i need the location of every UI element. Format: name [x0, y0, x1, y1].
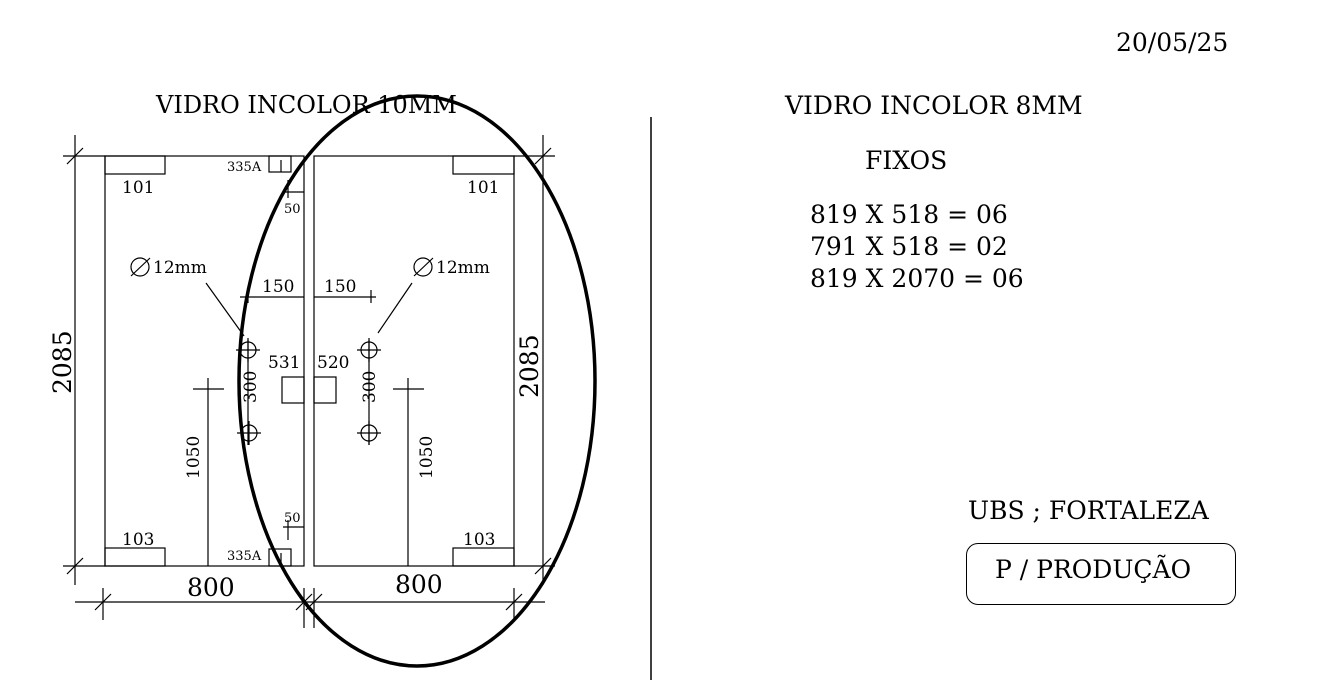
right-hole-label: 12mm [436, 258, 490, 278]
right-glass-panel [313, 155, 515, 567]
right-width-label: 800 [395, 570, 443, 599]
list-item: 819 X 518 = 06 [810, 200, 1008, 229]
left-top-corner-fitting [104, 155, 166, 175]
right-hole-offset-label: 150 [324, 277, 356, 297]
right-handle-spacing-label: 300 [360, 371, 380, 403]
right-height-label: 2085 [515, 334, 544, 398]
right-handle-height-label: 1050 [417, 436, 437, 479]
top-offset-label: 50 [284, 202, 301, 217]
top-hinge-label: 335A [227, 160, 262, 175]
list-item: 791 X 518 = 02 [810, 232, 1008, 261]
left-lower-hole-icon [237, 421, 261, 445]
production-stamp-label: P / PRODUÇÃO [995, 555, 1192, 584]
right-top-corner-fitting [452, 155, 515, 175]
left-section-title: VIDRO INCOLOR 10MM [155, 91, 457, 119]
left-handle-spacing-label: 300 [241, 371, 261, 403]
right-bottom-corner-fitting [452, 547, 515, 567]
right-top-corner-label: 101 [467, 178, 499, 198]
left-glass-panel [104, 155, 305, 567]
left-width-label: 800 [187, 573, 235, 602]
left-handle-height-label: 1050 [184, 436, 204, 479]
list-item: 819 X 2070 = 06 [810, 264, 1024, 293]
right-lock-box [313, 376, 337, 404]
right-upper-hole-icon [357, 338, 381, 362]
left-hole-label: 12mm [153, 258, 207, 278]
date-label: 20/05/25 [1116, 28, 1229, 57]
left-lock-label: 531 [268, 353, 300, 373]
left-upper-hole-icon [236, 338, 260, 362]
production-stamp: P / PRODUÇÃO [966, 543, 1236, 605]
right-bottom-corner-label: 103 [463, 530, 495, 550]
right-section-subtitle: FIXOS [865, 146, 948, 175]
right-lower-hole-icon [357, 421, 381, 445]
bottom-hinge-label: 335A [227, 549, 262, 564]
left-bottom-corner-label: 103 [122, 530, 154, 550]
right-lock-label: 520 [317, 353, 349, 373]
top-hinge-fitting [268, 155, 292, 173]
overall-height-label: 2085 [48, 330, 77, 394]
left-hole-offset-label: 150 [262, 277, 294, 297]
bottom-offset-label: 50 [284, 511, 301, 526]
client-label: UBS ; FORTALEZA [968, 496, 1209, 525]
left-lock-box [281, 376, 305, 404]
right-section-title: VIDRO INCOLOR 8MM [785, 91, 1083, 120]
left-top-corner-label: 101 [122, 178, 154, 198]
left-bottom-corner-fitting [104, 547, 166, 567]
highlight-ellipse [237, 94, 597, 668]
